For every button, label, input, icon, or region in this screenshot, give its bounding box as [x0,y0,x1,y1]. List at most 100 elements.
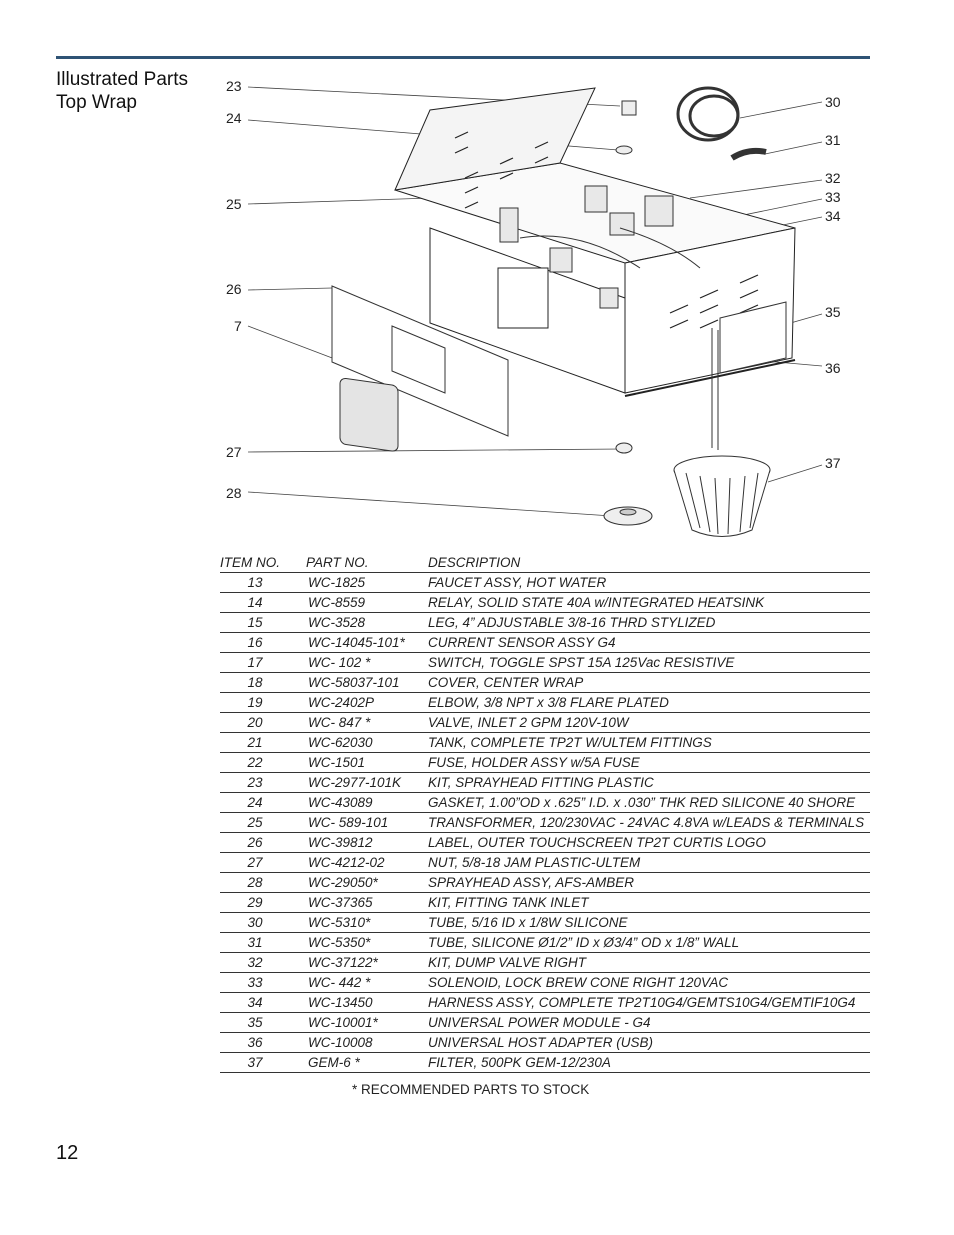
callout-33: 33 [825,189,841,205]
row-part-no: WC-43089 [306,792,428,813]
row-part-no: WC-37122* [306,952,428,973]
callout-24: 24 [226,110,242,126]
row-part-no: WC- 102 * [306,652,428,673]
power-module-bracket [711,301,787,450]
footnote: * RECOMMENDED PARTS TO STOCK [352,1082,590,1097]
callout-34: 34 [825,208,841,224]
row-description: UNIVERSAL POWER MODULE - G4 [428,1012,870,1033]
row-item-no: 27 [220,852,306,873]
row-part-no: WC-10001* [306,1012,428,1033]
row-part-no: WC- 589-101 [306,812,428,833]
row-item-no: 18 [220,672,306,693]
row-item-no: 21 [220,732,306,753]
row-description: RELAY, SOLID STATE 40A w/INTEGRATED HEAT… [428,592,870,613]
row-description: GASKET, 1.00”OD x .625” I.D. x .030” THK… [428,792,870,813]
row-part-no: WC-1501 [306,752,428,773]
row-part-no: WC-4212-02 [306,852,428,873]
row-description: SPRAYHEAD ASSY, AFS-AMBER [428,872,870,893]
row-item-no: 36 [220,1032,306,1053]
row-part-no: WC-62030 [306,732,428,753]
row-description: TRANSFORMER, 120/230VAC - 24VAC 4.8VA w/… [428,812,870,833]
row-item-no: 29 [220,892,306,913]
row-item-no: 32 [220,952,306,973]
callout-30: 30 [825,94,841,110]
callout-36: 36 [825,360,841,376]
row-part-no: WC- 847 * [306,712,428,733]
row-description: SWITCH, TOGGLE SPST 15A 125Vac RESISTIVE [428,652,870,673]
section-title: Illustrated Parts Top Wrap [56,68,188,114]
row-description: UNIVERSAL HOST ADAPTER (USB) [428,1032,870,1053]
row-part-no: WC-5350* [306,932,428,953]
row-item-no: 24 [220,792,306,813]
row-item-no: 30 [220,912,306,933]
row-part-no: WC-3528 [306,612,428,633]
row-description: COVER, CENTER WRAP [428,672,870,693]
header-rule [56,56,870,59]
row-item-no: 28 [220,872,306,893]
row-part-no: GEM-6 * [306,1052,428,1073]
row-description: KIT, FITTING TANK INLET [428,892,870,913]
row-part-no: WC-1825 [306,572,428,593]
callout-28: 28 [226,485,242,501]
row-item-no: 19 [220,692,306,713]
row-item-no: 13 [220,572,306,593]
row-item-no: 25 [220,812,306,833]
callout-35: 35 [825,304,841,320]
row-part-no: WC-2977-101K [306,772,428,793]
row-part-no: WC-58037-101 [306,672,428,693]
row-part-no: WC-2402P [306,692,428,713]
row-item-no: 16 [220,632,306,653]
row-part-no: WC-39812 [306,832,428,853]
row-description: LABEL, OUTER TOUCHSCREEN TP2T CURTIS LOG… [428,832,870,853]
row-item-no: 17 [220,652,306,673]
header-part-no: PART NO. [306,552,428,573]
sprayhead-parts [603,100,653,526]
row-item-no: 33 [220,972,306,993]
row-part-no: WC-5310* [306,912,428,933]
section-title-line-2: Top Wrap [56,92,137,113]
row-item-no: 31 [220,932,306,953]
row-item-no: 15 [220,612,306,633]
row-description: KIT, SPRAYHEAD FITTING PLASTIC [428,772,870,793]
row-item-no: 35 [220,1012,306,1033]
row-description: NUT, 5/8-18 JAM PLASTIC-ULTEM [428,852,870,873]
row-part-no: WC-37365 [306,892,428,913]
row-part-no: WC-29050* [306,872,428,893]
filter-cone [673,455,771,537]
row-description: CURRENT SENSOR ASSY G4 [428,632,870,653]
row-description: TUBE, SILICONE Ø1/2” ID x Ø3/4” OD x 1/8… [428,932,870,953]
callout-26: 26 [226,281,242,297]
header-description: DESCRIPTION [428,552,870,573]
row-item-no: 26 [220,832,306,853]
callout-25: 25 [226,196,242,212]
exploded-parts-diagram: 23 24 25 26 7 27 28 30 31 32 33 34 35 36… [200,68,880,548]
row-description: VALVE, INLET 2 GPM 120V-10W [428,712,870,733]
callout-37: 37 [825,455,841,471]
silicone-tube [676,86,767,161]
header-item-no: ITEM NO. [220,552,306,573]
row-description: ELBOW, 3/8 NPT x 3/8 FLARE PLATED [428,692,870,713]
row-part-no: WC-10008 [306,1032,428,1053]
row-description: KIT, DUMP VALVE RIGHT [428,952,870,973]
